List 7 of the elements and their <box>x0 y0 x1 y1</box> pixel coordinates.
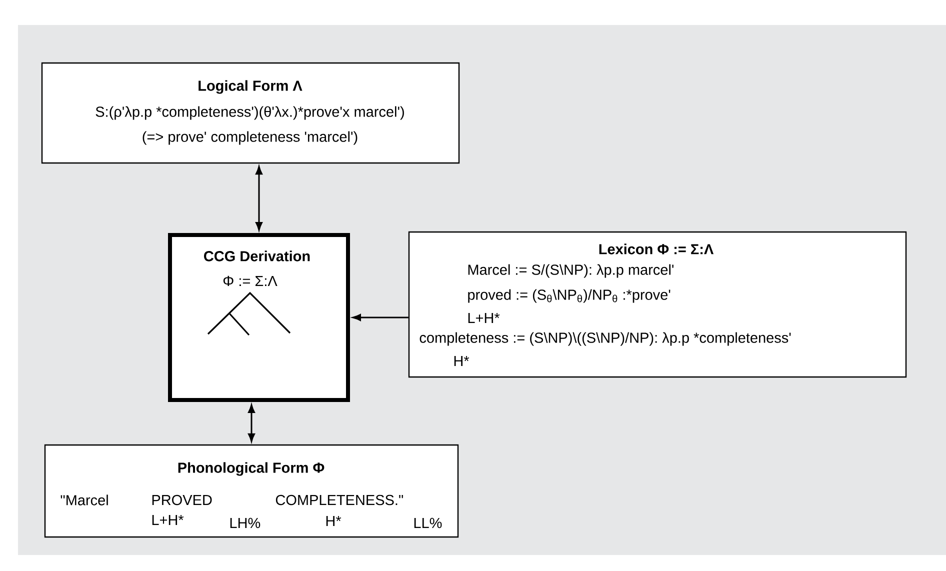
derivation-box: CCG Derivation Φ := Σ:Λ <box>168 233 350 402</box>
arrow <box>248 404 255 442</box>
arrow <box>352 314 408 321</box>
text-box: Logical Form Λ S:(ρ'λp.p *completeness')(θ'λx.)*prove'x marcel') (=> prove' completeness 'marcel') <box>41 62 460 164</box>
text-box: Lexicon Φ := Σ:Λ Marcel := S/(S\NP): λp.p marcel' proved := (S$_{θ}$\NP$_{θ}$)/NP$_{θ}$ :*prove' L+H* completeness := (S\NP)\((S\NP)/NP): λp.p *completeness' H* <box>408 231 907 378</box>
text-box: Phonological Form Φ "Marcel PROVED COMPLETENESS." L+H* LH% H* LL% <box>44 444 459 538</box>
arrow <box>256 166 262 231</box>
